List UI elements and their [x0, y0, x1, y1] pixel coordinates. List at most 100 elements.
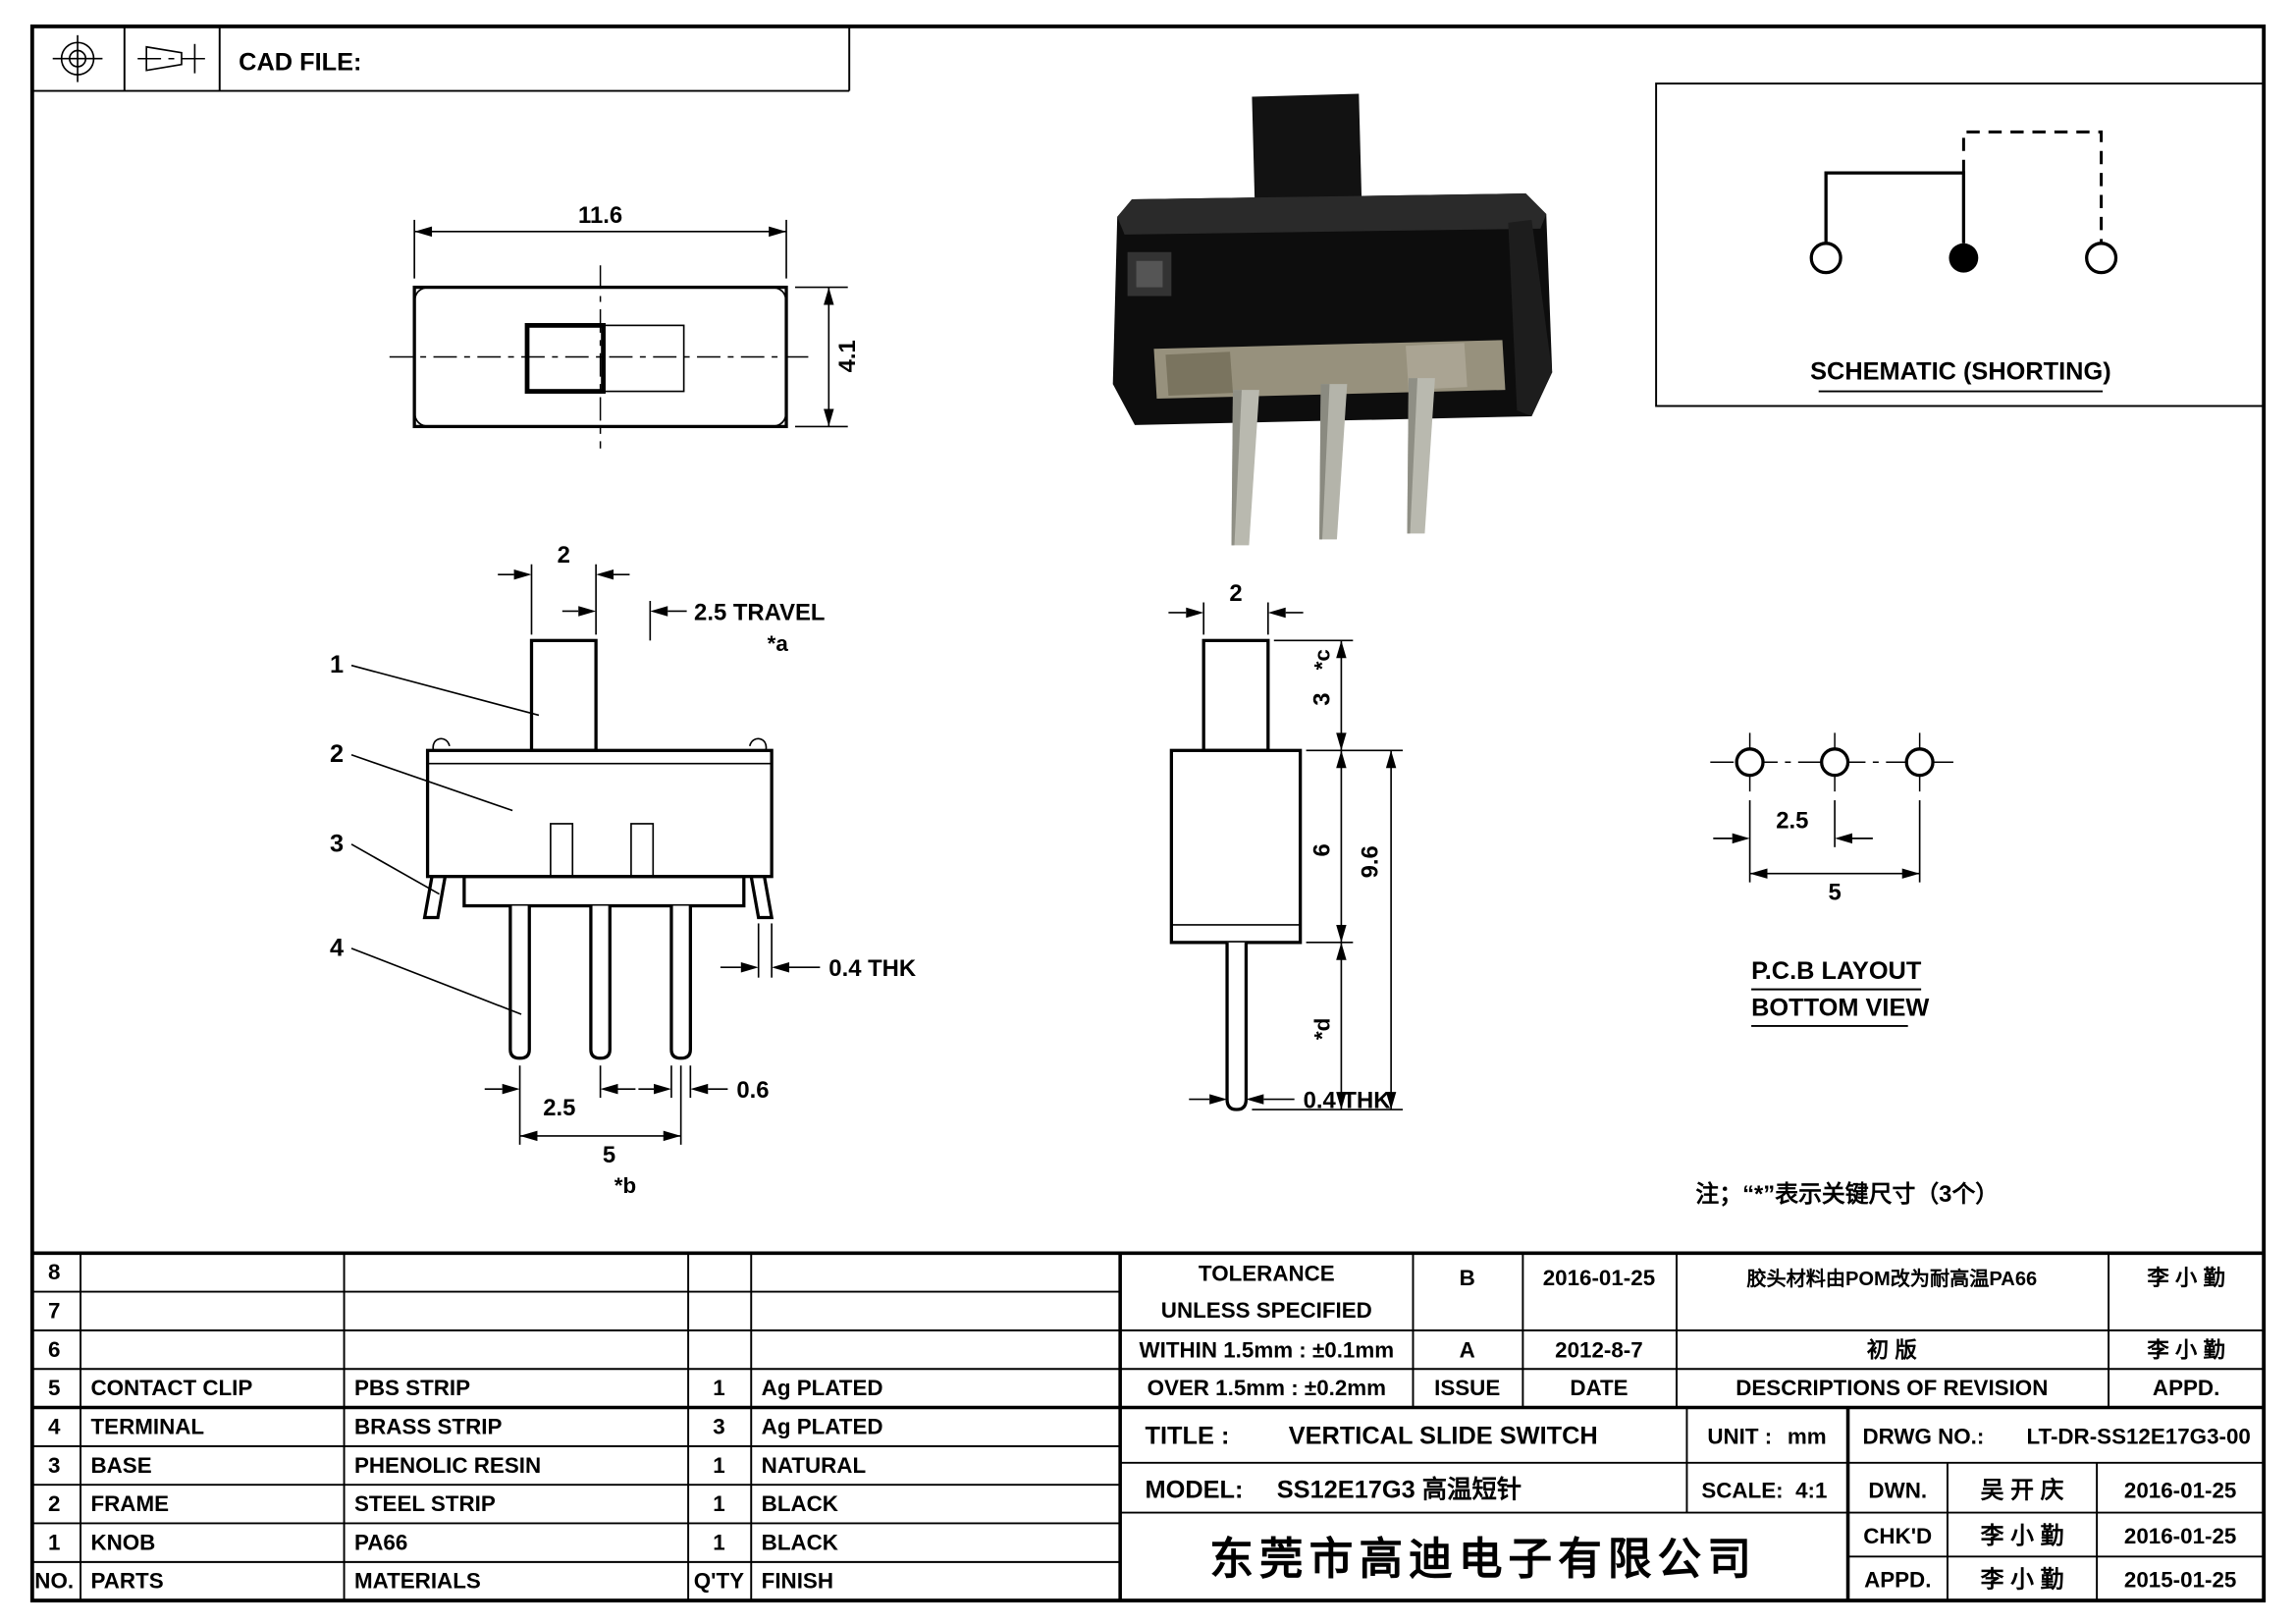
parts-row-finish: BLACK: [762, 1530, 838, 1554]
dim-side-thk-label: 0.4 THK: [1304, 1088, 1392, 1114]
pin: [508, 905, 531, 1060]
tolerance-line2: UNLESS SPECIFIED: [1161, 1298, 1372, 1323]
contact-common: [1949, 243, 1979, 273]
unit-value: mm: [1788, 1424, 1827, 1448]
parts-row-no: 7: [48, 1298, 60, 1323]
key-dim-a: *a: [768, 631, 789, 656]
appd-date: 2015-01-25: [2124, 1568, 2236, 1593]
pcb-title-line2: BOTTOM VIEW: [1751, 994, 1929, 1021]
parts-row-name: TERMINAL: [90, 1414, 204, 1438]
dim-front-travel-label: 2.5 TRAVEL: [694, 599, 825, 625]
key-dim-b: *b: [614, 1173, 636, 1198]
front-view: 1 2 3 4 2 2.5 TRAVEL *a: [330, 542, 917, 1198]
parts-row-finish: BLACK: [762, 1491, 838, 1516]
date-column-label: DATE: [1570, 1376, 1628, 1400]
part-callouts: 1 2 3 4: [330, 651, 540, 1015]
parts-row-no: 1: [48, 1530, 60, 1554]
part-label-1: 1: [330, 651, 344, 678]
side-view: 2 3 *c 6 *d 9.6: [1168, 580, 1404, 1114]
dim-front-pinwidth-label: 0.6: [736, 1077, 769, 1104]
parts-row-qty: 1: [713, 1491, 724, 1516]
dim-front-span-label: 5: [603, 1142, 615, 1168]
dim-front-knob-label: 2: [558, 542, 570, 568]
parts-row-qty: 1: [713, 1530, 724, 1554]
parts-row-no: 2: [48, 1491, 60, 1516]
revision-description: 胶头材料由POM改为耐高温PA66: [1746, 1267, 2037, 1290]
part-label-2: 2: [330, 740, 344, 768]
pin: [669, 905, 692, 1060]
dim-top-width-label: 11.6: [578, 202, 622, 229]
revision-description: 初 版: [1867, 1336, 1918, 1362]
pcb-hole: [1735, 747, 1765, 778]
revision-date: 2016-01-25: [1543, 1266, 1655, 1290]
appd-name: 李 小 勤: [1980, 1567, 2064, 1594]
chkd-name: 李 小 勤: [1980, 1523, 2064, 1549]
dim-front-thk: 0.4 THK: [720, 923, 917, 982]
appd-label: APPD.: [1864, 1568, 1931, 1593]
revision-block: TOLERANCE UNLESS SPECIFIED WITHIN 1.5mm …: [1140, 1262, 2225, 1400]
title-label: TITLE :: [1146, 1422, 1230, 1449]
mounting-leg: [422, 875, 448, 920]
dim-top-height: 4.1: [794, 286, 861, 428]
revision-date: 2012-8-7: [1555, 1337, 1643, 1362]
dim-pcb-span-label: 5: [1828, 880, 1841, 906]
parts-row-name: CONTACT CLIP: [90, 1376, 252, 1400]
scale-value: 4:1: [1795, 1479, 1827, 1503]
part-label-3: 3: [330, 830, 344, 857]
dim-side-knob: 2: [1168, 580, 1304, 635]
dim-top-height-label: 4.1: [834, 340, 861, 372]
dim-front-travel: 2.5 TRAVEL *a: [561, 599, 825, 656]
revision-issue: B: [1460, 1266, 1475, 1290]
parts-row-qty: 3: [713, 1414, 724, 1438]
parts-row-material: STEEL STRIP: [354, 1491, 496, 1516]
projection-symbol-icon: [52, 34, 103, 82]
descriptions-column-label: DESCRIPTIONS OF REVISION: [1735, 1376, 2048, 1400]
appd-column-label: APPD.: [2153, 1376, 2219, 1400]
dim-front-thk-label: 0.4 THK: [828, 955, 917, 982]
revision-issue: A: [1460, 1337, 1475, 1362]
parts-row-material: PBS STRIP: [354, 1376, 470, 1400]
terminal-top: [550, 823, 574, 878]
pin: [589, 905, 612, 1060]
dwn-name: 吴 开 庆: [1981, 1478, 2064, 1504]
body-side: [1169, 748, 1303, 945]
frame-body: [425, 748, 774, 879]
parts-header-parts: PARTS: [90, 1569, 163, 1594]
drawing-frame: [29, 24, 2267, 1603]
drwg-no-value: LT-DR-SS12E17G3-00: [2027, 1424, 2251, 1448]
dim-side-knob-label: 2: [1229, 580, 1242, 607]
pcb-layout: 2.5 5 P.C.B LAYOUT BOTTOM VIEW: [1710, 732, 1959, 1027]
parts-row-qty: 1: [713, 1376, 724, 1400]
parts-header-qty: Q'TY: [694, 1569, 744, 1594]
schematic-panel: SCHEMATIC (SHORTING): [1655, 82, 2266, 407]
key-dim-c: *c: [1309, 649, 1334, 670]
revision-appd: 李 小 勤: [2147, 1266, 2225, 1290]
chkd-date: 2016-01-25: [2124, 1524, 2236, 1548]
scale-label: SCALE:: [1701, 1479, 1783, 1503]
issue-column-label: ISSUE: [1434, 1376, 1500, 1400]
pcb-hole: [1904, 747, 1935, 778]
title-block-grid: [31, 1251, 2265, 1601]
dim-top-width: 11.6: [413, 202, 787, 279]
model-value: SS12E17G3 高温短针: [1277, 1476, 1522, 1504]
parts-row-finish: Ag PLATED: [762, 1414, 883, 1438]
parts-header-materials: MATERIALS: [354, 1569, 481, 1594]
parts-row-no: 5: [48, 1376, 60, 1400]
parts-row-name: FRAME: [90, 1491, 169, 1516]
cad-file-label: CAD FILE:: [239, 49, 361, 77]
contact-open: [1809, 242, 1842, 275]
parts-row-qty: 1: [713, 1453, 724, 1478]
parts-row-no: 3: [48, 1453, 60, 1478]
parts-row-finish: NATURAL: [762, 1453, 866, 1478]
tolerance-line1: TOLERANCE: [1199, 1262, 1335, 1286]
drawing-title: VERTICAL SLIDE SWITCH: [1289, 1422, 1598, 1449]
key-dimension-note: 注；“*”表示关键尺寸（3个）: [1695, 1180, 1999, 1208]
title-block: TITLE : VERTICAL SLIDE SWITCH UNIT : mm …: [1146, 1422, 2251, 1593]
company-name: 东莞市高迪电子有限公司: [1209, 1535, 1757, 1584]
pin-side: [1225, 942, 1249, 1111]
parts-row-no: 4: [48, 1414, 61, 1438]
knob-stem-side: [1201, 638, 1270, 752]
dim-side-total-label: 9.6: [1358, 845, 1384, 878]
tolerance-within: WITHIN 1.5mm : ±0.1mm: [1140, 1337, 1395, 1362]
